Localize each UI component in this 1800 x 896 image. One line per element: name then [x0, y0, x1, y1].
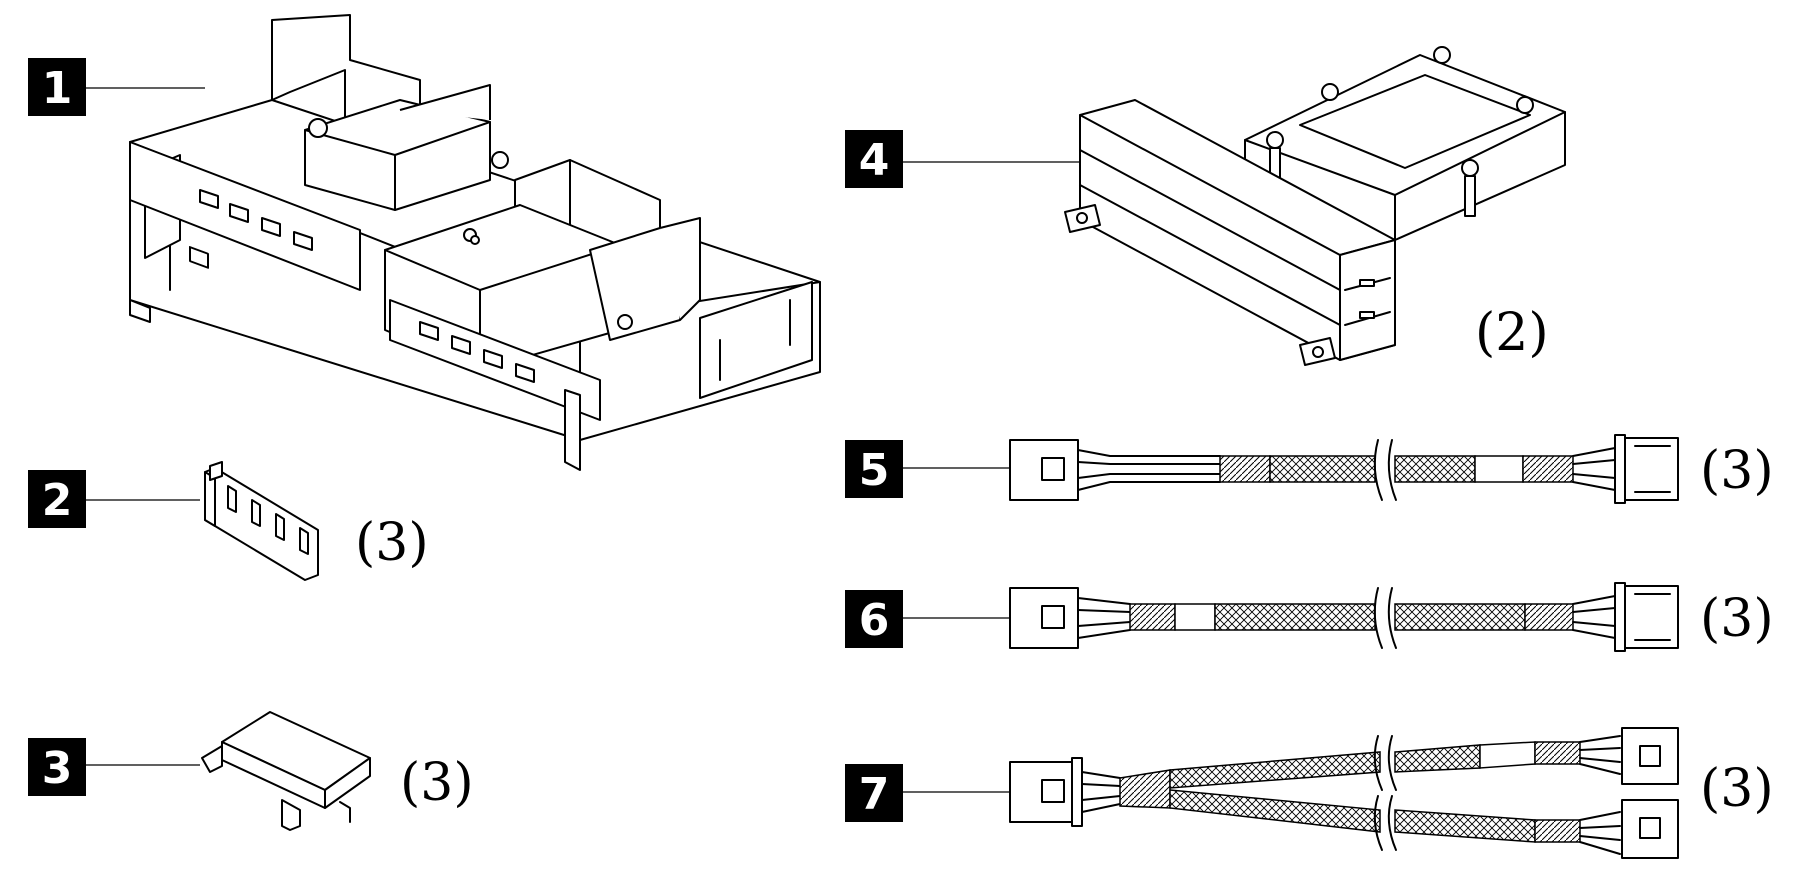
- filler-clip-drawing: [204, 461, 319, 581]
- callout-3-quantity: (3): [400, 753, 474, 813]
- callout-1: 1: [28, 58, 205, 116]
- callout-6-box: [845, 590, 903, 648]
- callout-4-quantity: (2): [1475, 303, 1549, 363]
- callout-3-box: [28, 738, 86, 796]
- callout-5-quantity: (3): [1700, 441, 1774, 501]
- callout-5-box: [845, 440, 903, 498]
- callout-2-box: [28, 470, 86, 528]
- cable-6-right-connector: [1619, 585, 1679, 649]
- callout-7: 7: [845, 764, 1035, 822]
- cable-7-sleeve-left: [1119, 769, 1171, 809]
- cable-6-drawing: [1009, 582, 1679, 652]
- cable-5-right-connector: [1619, 437, 1679, 501]
- callout-3: 3: [28, 738, 200, 796]
- callout-2-quantity: (3): [355, 513, 429, 573]
- air-baffle-drawing: [129, 14, 821, 471]
- cable-5-braid-right: [1394, 455, 1476, 483]
- heat-sink-screws: [1266, 46, 1534, 217]
- cable-7-drawing: [1009, 727, 1679, 859]
- cable-7-braid-upper: [1169, 751, 1381, 789]
- callout-2: 2: [28, 470, 200, 528]
- cable-6-sleeve-left: [1129, 603, 1176, 631]
- cable-7-sleeve-upper-right: [1534, 741, 1581, 765]
- cable-7-braid-lower: [1169, 789, 1381, 833]
- cable-6-braid-left: [1214, 603, 1376, 631]
- cable-5-sleeve-left: [1219, 455, 1271, 483]
- callout-4-number: 4: [859, 135, 890, 186]
- callout-6-number: 6: [859, 595, 890, 646]
- callout-4-box: [845, 130, 903, 188]
- callout-6: 6: [845, 590, 1035, 648]
- cable-6-sleeve-right: [1524, 603, 1574, 631]
- callout-2-number: 2: [42, 475, 73, 526]
- cable-5-braid-left: [1269, 455, 1376, 483]
- callout-5: 5: [845, 440, 1035, 498]
- callout-7-box: [845, 764, 903, 822]
- cable-5-drawing: [1009, 434, 1679, 504]
- heat-sink-drawing: [1064, 46, 1566, 366]
- callout-7-number: 7: [859, 769, 890, 820]
- callout-6-quantity: (3): [1700, 589, 1774, 649]
- callout-7-quantity: (3): [1700, 759, 1774, 819]
- callout-3-number: 3: [42, 743, 73, 794]
- callout-1-box: [28, 58, 86, 116]
- callout-1-number: 1: [42, 63, 73, 114]
- callout-4: 4: [845, 130, 1080, 188]
- cable-5-sleeve-right: [1522, 455, 1574, 483]
- callout-5-number: 5: [859, 445, 890, 496]
- cable-6-braid-right: [1394, 603, 1526, 631]
- retention-clip-drawing: [201, 711, 371, 831]
- cable-7-sleeve-lower-right: [1534, 819, 1581, 843]
